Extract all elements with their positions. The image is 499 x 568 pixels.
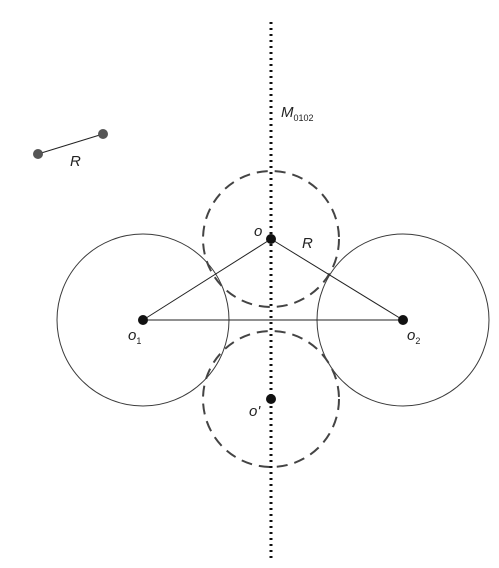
point-o2-label: o2 [407,327,420,346]
point-o [266,234,276,244]
radius-sample-start-point [33,149,43,159]
dashed-circle-o-prime [202,330,340,468]
radius-sample-label: R [70,153,81,170]
point-o2-subscript: 2 [415,336,420,346]
triangle-radius-label: R [302,235,313,252]
dashed-circle-o [202,170,340,308]
radius-sample-segment [37,133,104,155]
point-o1-subscript: 1 [136,336,141,346]
axis-label: M0102 [281,104,314,123]
point-o-prime [266,394,276,404]
radius-sample-end-point [98,129,108,139]
segment-o-o2 [270,238,404,321]
point-o1-label: o1 [128,327,141,346]
axis-label-subscript: 0102 [294,113,314,123]
point-o-label: o [254,223,262,240]
segment-o1-o [142,238,272,321]
point-o-prime-label: o' [249,403,261,420]
point-o1 [138,315,148,325]
point-o2 [398,315,408,325]
